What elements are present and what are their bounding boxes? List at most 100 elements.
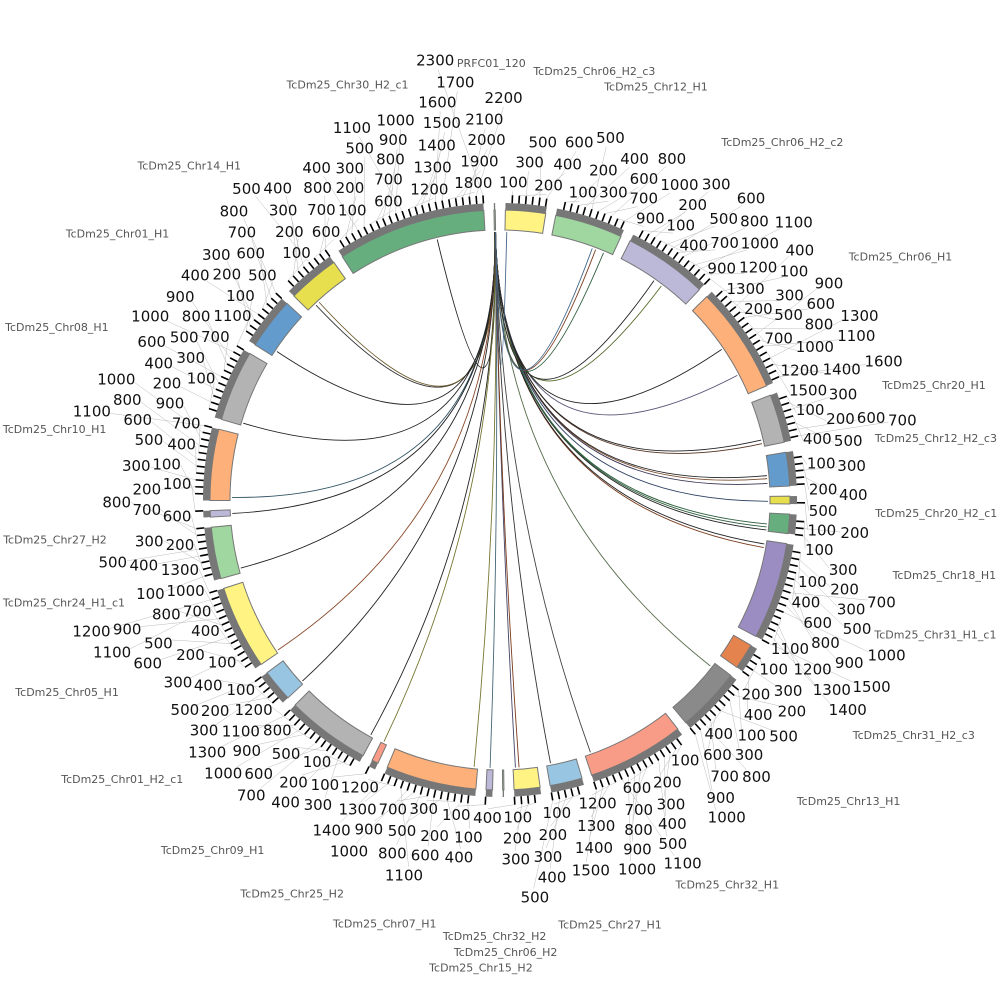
tick-label: 1000: [618, 861, 656, 879]
tick-mark: [213, 602, 222, 607]
sector-block[interactable]: [737, 540, 788, 638]
sector-label: TcDm25_Chr01_H2_c1: [60, 773, 183, 786]
tick-leader-line: [140, 618, 220, 627]
tick-leader-line: [783, 612, 869, 653]
sector-block[interactable]: [512, 766, 541, 791]
tick-label: 300: [599, 184, 628, 202]
tick-mark: [197, 458, 206, 462]
sector-block[interactable]: [220, 352, 268, 426]
tick-leader-line: [428, 132, 445, 204]
tick-leader-line: [550, 796, 574, 827]
tick-mark: [786, 576, 795, 581]
tick-label: 300: [735, 746, 764, 764]
sector-block[interactable]: [767, 512, 791, 535]
sector-tcdm25-chr27-h1: [546, 758, 584, 801]
tick-label: 1100: [775, 213, 813, 231]
tick-label: 900: [379, 131, 408, 149]
sector-block[interactable]: [546, 758, 583, 787]
sector-block[interactable]: [341, 209, 486, 275]
sector-block[interactable]: [493, 209, 497, 231]
tick-mark: [724, 300, 732, 308]
tick-leader-line: [314, 239, 334, 259]
tick-label: 900: [113, 621, 142, 639]
tick-label: 700: [629, 190, 658, 208]
tick-band: [505, 203, 547, 214]
tick-mark: [195, 479, 204, 482]
sector-block[interactable]: [210, 524, 241, 580]
sector-block[interactable]: [504, 209, 547, 234]
sector-block[interactable]: [485, 769, 494, 791]
sector-block[interactable]: [209, 428, 239, 501]
tick-band: [706, 291, 774, 386]
tick-mark: [659, 749, 666, 758]
tick-label: 1400: [575, 839, 613, 857]
sector-block[interactable]: [294, 690, 374, 757]
tick-leader-line: [427, 797, 435, 847]
tick-label: 200: [420, 827, 449, 845]
sector-block[interactable]: [719, 634, 752, 669]
sector-block[interactable]: [751, 394, 785, 447]
tick-leader-line: [323, 175, 359, 231]
tick-mark: [601, 213, 606, 222]
tick-leader-line: [769, 643, 855, 684]
tick-label: 500: [345, 139, 374, 157]
tick-leader-line: [203, 588, 217, 613]
sector-block[interactable]: [371, 741, 388, 764]
sector-tcdm25-chr18-h1: [767, 512, 805, 537]
sector-label: TcDm25_Chr12_H1: [603, 80, 708, 93]
tick-label: 1200: [781, 362, 819, 380]
tick-leader-line: [319, 217, 330, 255]
sector-tcdm25-chr06-h2: [501, 769, 505, 797]
tick-label: 1200: [72, 622, 110, 640]
tick-band: [502, 789, 505, 797]
tick-leader-line: [467, 803, 470, 829]
tick-mark: [526, 795, 530, 804]
sector-block[interactable]: [769, 495, 791, 505]
tick-leader-line: [382, 168, 396, 219]
sector-block[interactable]: [501, 769, 505, 791]
sector-block[interactable]: [266, 660, 304, 699]
tick-leader-line: [571, 178, 600, 204]
tick-label: 700: [183, 602, 212, 620]
tick-mark: [211, 596, 220, 601]
tick-label: 700: [133, 501, 162, 519]
tick-mark: [698, 273, 706, 281]
tick-leader-line: [804, 483, 810, 511]
tick-leader-line: [206, 280, 259, 315]
tick-mark: [749, 659, 758, 666]
sector-block[interactable]: [691, 295, 768, 395]
sector-block[interactable]: [254, 302, 303, 357]
sector-block[interactable]: [672, 662, 732, 724]
sector-block[interactable]: [293, 261, 347, 311]
tick-label: 600: [806, 295, 835, 313]
tick-label: 200: [830, 580, 859, 598]
sector-block[interactable]: [620, 240, 701, 305]
tick-leader-line: [405, 798, 441, 823]
tick-leader-line: [220, 680, 260, 688]
sector-block[interactable]: [386, 748, 479, 790]
sector-block[interactable]: [551, 214, 622, 256]
sector-block[interactable]: [223, 581, 279, 666]
tick-mark: [550, 792, 554, 801]
tick-label: 100: [442, 806, 471, 824]
tick-leader-line: [760, 658, 762, 665]
tick-leader-line: [196, 681, 256, 706]
sector-tcdm25-chr30-h2-c1: [338, 195, 486, 275]
tick-mark: [624, 769, 630, 778]
tick-mark: [229, 357, 238, 363]
tick-mark: [788, 428, 797, 432]
sector-block[interactable]: [765, 451, 791, 488]
sector-tcdm25-chr06-h2-c3: [504, 195, 548, 234]
tick-mark: [788, 570, 797, 574]
tick-leader-line: [539, 151, 542, 198]
sector-block[interactable]: [584, 712, 679, 776]
tick-leader-line: [747, 675, 750, 710]
tick-label: 700: [237, 786, 266, 804]
tick-mark: [703, 278, 711, 286]
tick-leader-line: [256, 734, 305, 746]
sector-tcdm25-chr01-h2-c1: [254, 660, 304, 704]
tick-leader-line: [654, 191, 709, 238]
sector-block[interactable]: [209, 509, 232, 518]
tick-label: 1600: [865, 352, 903, 370]
chord-link: [495, 232, 508, 367]
